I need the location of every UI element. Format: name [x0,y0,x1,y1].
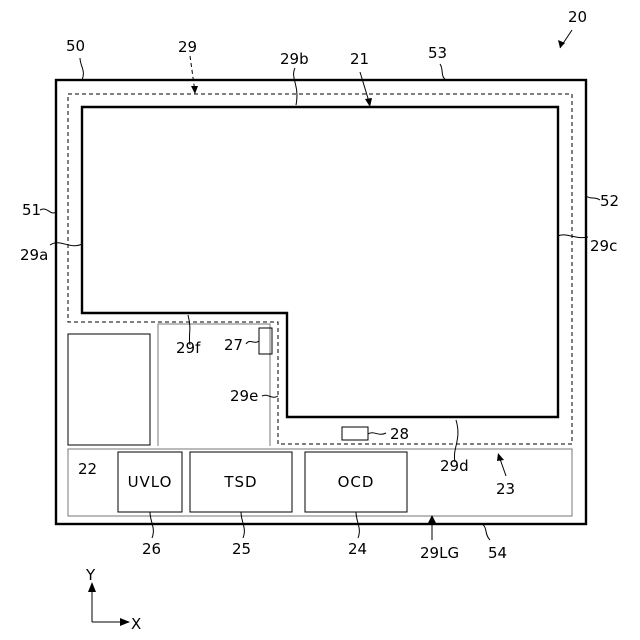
leader-28 [368,433,386,435]
arrow-29-head [191,86,198,94]
label-27: 27 [224,336,243,354]
label-22: 22 [78,460,97,478]
label-50: 50 [66,37,85,55]
leader-54 [482,524,490,540]
leader-29c [558,235,588,238]
arrow-23-head [497,453,504,461]
guard-ring-29 [68,94,572,444]
axis-label-x: X [131,615,141,633]
arrow-21-head [365,98,372,107]
label-29c: 29c [590,237,617,255]
label-29d: 29d [440,457,469,475]
label-29e: 29e [230,387,258,405]
label-25: 25 [232,540,251,558]
label-23: 23 [496,480,515,498]
label-29f: 29f [176,339,201,357]
label-29LG: 29LG [420,544,459,562]
label-21: 21 [350,50,369,68]
power-region-21 [82,107,558,417]
label-24: 24 [348,540,367,558]
chip-outline [56,80,586,524]
tsd-label: TSD [223,473,257,491]
leader-52 [586,196,600,200]
ocd-label: OCD [338,473,375,491]
label-54: 54 [488,544,507,562]
leader-29d [454,420,458,462]
label-53: 53 [428,44,447,62]
x-axis-arrow-icon [120,618,130,626]
label-52: 52 [600,192,619,210]
label-29: 29 [178,38,197,56]
label-28: 28 [390,425,409,443]
leader-27 [246,341,259,344]
leader-51 [40,209,56,213]
uvlo-label: UVLO [128,473,173,491]
label-51: 51 [22,201,41,219]
element-28 [342,427,368,440]
leader-29b [294,68,297,105]
label-29b: 29b [280,50,309,68]
label-20: 20 [568,8,587,26]
leader-50 [80,58,83,80]
leader-53 [440,64,446,80]
block-22 [68,334,150,445]
label-29a: 29a [20,246,48,264]
axis-label-y: Y [85,566,96,584]
label-26: 26 [142,540,161,558]
